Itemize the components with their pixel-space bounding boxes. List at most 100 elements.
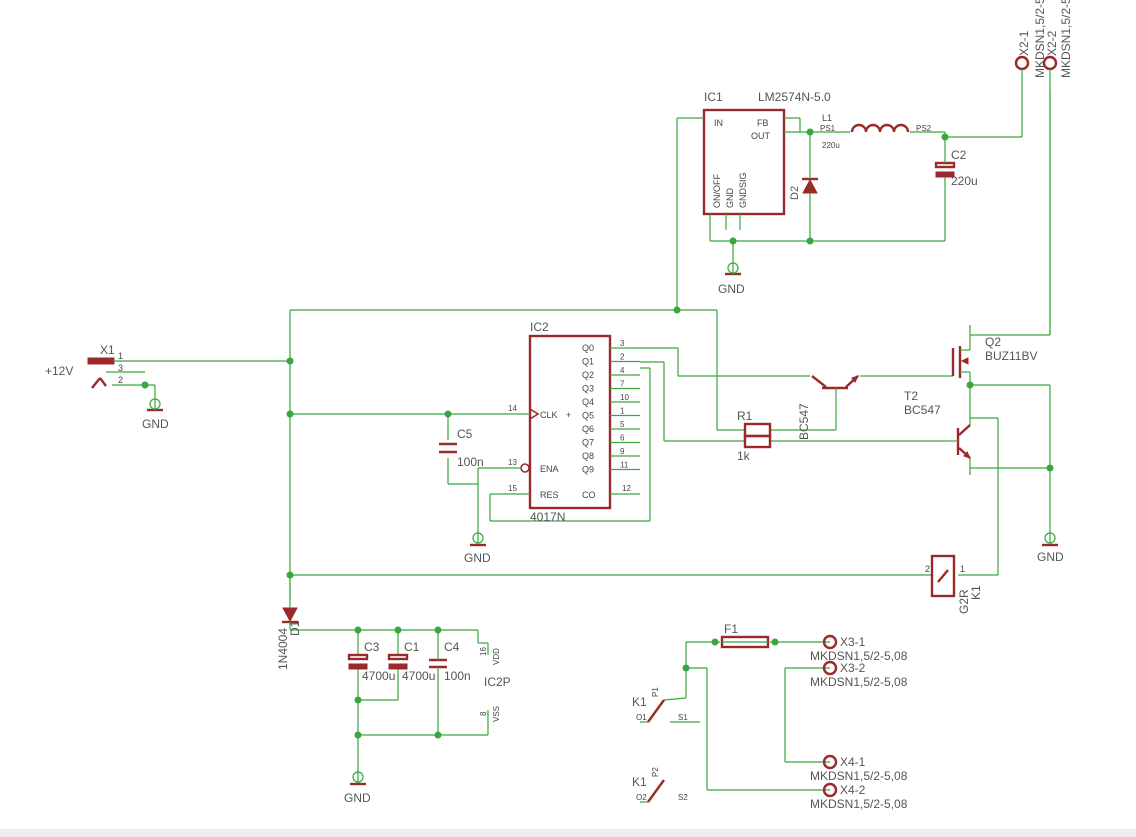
ground-symbol-bottom: GND — [344, 770, 371, 805]
r2-value: 1k — [737, 449, 751, 463]
l1-value: 220u — [822, 141, 840, 150]
ic2-pin-number: 9 — [620, 447, 625, 456]
ic2-pin-number: 2 — [620, 353, 625, 362]
svg-text:15: 15 — [508, 484, 517, 493]
ic2-pin-q6: Q6 — [582, 424, 594, 434]
q2-value: BUZ11BV — [985, 349, 1037, 363]
x2-1-value: MKDSN1,5/2-5 — [1033, 0, 1047, 78]
x2-1-label: X2-1 — [1017, 30, 1031, 56]
x3-1-label: X3-1 — [840, 635, 866, 649]
d1-name: D1 — [288, 620, 302, 636]
p2-label: P2 — [651, 767, 660, 777]
x3-2-label: X3-2 — [840, 661, 866, 675]
svg-text:+: + — [566, 410, 571, 420]
x4-1-value: MKDSN1,5/2-5,08 — [810, 769, 908, 783]
k1-b-label: K1 — [632, 775, 647, 789]
ic2-pin-number: 10 — [620, 393, 629, 402]
gnd-x1: GND — [142, 417, 169, 431]
c5-value: 100n — [457, 455, 484, 469]
q2-name: Q2 — [985, 335, 1001, 349]
fuse-f1[interactable]: F1 — [711, 622, 779, 649]
c4-value: 100n — [444, 669, 471, 683]
ic2-pin-q1: Q1 — [582, 357, 594, 367]
ic2-pin-number: 6 — [620, 434, 625, 443]
c3-name: C3 — [364, 640, 380, 654]
ground-symbol-ic1: GND — [718, 262, 745, 296]
x4-2-label: X4-2 — [840, 783, 866, 797]
c5-name: C5 — [457, 427, 473, 441]
ground-symbol-x1: GND — [142, 398, 169, 431]
ic2-pin-number: 5 — [620, 420, 625, 429]
ic1-gnd-label: GND — [725, 188, 735, 209]
wires — [145, 85, 1051, 791]
ic2-name: IC2 — [530, 320, 549, 334]
diode-d2[interactable]: D2 — [789, 165, 818, 200]
k1-a-label: K1 — [632, 695, 647, 709]
svg-text:8: 8 — [479, 711, 488, 716]
c2-value: 220u — [951, 174, 978, 188]
ic2-pin-q8: Q8 — [582, 451, 594, 461]
power-jack-x1[interactable]: X1 +12V 1 3 2 — [45, 343, 145, 389]
svg-text:1: 1 — [960, 564, 965, 574]
transistor-t2[interactable]: T2 BC547 — [904, 389, 971, 475]
ic2-clk: CLK — [540, 410, 558, 420]
gnd-ic1: GND — [718, 282, 745, 296]
ic1-regulator[interactable]: IC1 LM2574N-5.0 IN FB OUT ON/OFF GND GND… — [690, 90, 831, 230]
ic2-pin-q4: Q4 — [582, 397, 594, 407]
svg-text:3: 3 — [118, 363, 123, 373]
relay-contact-k1-a[interactable]: K1 P1 O1 S1 — [632, 687, 688, 723]
svg-text:12: 12 — [622, 484, 631, 493]
x2-2-label: X2-2 — [1045, 30, 1059, 56]
svg-text:1: 1 — [118, 351, 123, 361]
junctions — [141, 128, 1054, 739]
l1-ps2: PS2 — [916, 124, 932, 133]
svg-text:2: 2 — [118, 375, 123, 385]
capacitor-c2[interactable]: C2 220u — [934, 148, 978, 200]
resistor-r1[interactable]: R1 — [737, 409, 772, 438]
x3-1-value: MKDSN1,5/2-5,08 — [810, 649, 908, 663]
ic2-counter[interactable]: IC2 4017N CLK + ENA RES CO 14 13 15 12 Q… — [500, 320, 640, 524]
ic2-pin-number: 4 — [620, 366, 625, 375]
gnd-ic2: GND — [464, 551, 491, 565]
relay-k1-g2r: G2R — [957, 589, 971, 614]
ic1-value: LM2574N-5.0 — [758, 90, 831, 104]
ic2-power-pins[interactable]: IC2P VDD VSS 16 8 — [478, 642, 511, 722]
c1-value: 4700u — [402, 669, 435, 683]
ic1-name: IC1 — [704, 90, 723, 104]
x4-2-value: MKDSN1,5/2-5,08 — [810, 797, 908, 811]
capacitor-c1[interactable]: C1 4700u — [387, 640, 435, 683]
c1-name: C1 — [404, 640, 420, 654]
transistor-t1[interactable]: BC547 — [797, 375, 859, 440]
s1-label: S1 — [678, 713, 688, 722]
terminal-x2[interactable]: X2-1 X2-2 MKDSN1,5/2-5 MKDSN1,5/2-5 — [1014, 0, 1073, 90]
x3-2-value: MKDSN1,5/2-5,08 — [810, 675, 908, 689]
c2-name: C2 — [951, 148, 967, 162]
terminal-x4[interactable]: X4-1 X4-2 MKDSN1,5/2-5,08 MKDSN1,5/2-5,0… — [810, 754, 908, 811]
s2-label: S2 — [678, 793, 688, 802]
relay-coil-k1[interactable]: 2 1 G2R K1 — [925, 554, 983, 614]
diode-d1[interactable]: 1N4004 D1 — [276, 600, 302, 670]
ic2-pin-q5: Q5 — [582, 411, 594, 421]
ground-symbol-right: GND — [1037, 532, 1064, 564]
x2-2-value: MKDSN1,5/2-5 — [1059, 0, 1073, 78]
ic1-onoff-label: ON/OFF — [712, 174, 722, 208]
terminal-x3[interactable]: X3-1 X3-2 MKDSN1,5/2-5,08 MKDSN1,5/2-5,0… — [810, 634, 908, 689]
o2-label: O2 — [636, 793, 647, 802]
inductor-l1[interactable]: L1 PS1 PS2 220u — [820, 113, 932, 150]
ic2p-label: IC2P — [484, 675, 511, 689]
capacitor-c4[interactable]: C4 100n — [429, 640, 471, 683]
l1-name: L1 — [822, 113, 832, 123]
ic2-pin-number: 1 — [620, 407, 625, 416]
relay-contact-k1-b[interactable]: K1 P2 O2 S2 — [632, 767, 688, 803]
capacitor-c3[interactable]: C3 4700u — [347, 640, 395, 683]
ic1-in-label: IN — [714, 118, 723, 128]
vdd-label: VDD — [492, 648, 501, 665]
capacitor-c5[interactable]: C5 100n — [439, 427, 484, 469]
o1-label: O1 — [636, 713, 647, 722]
resistor-r2[interactable]: 1k — [737, 434, 772, 463]
c3-value: 4700u — [362, 669, 395, 683]
mosfet-q2[interactable]: Q2 BUZ11BV — [945, 335, 1037, 385]
ic2-co: CO — [582, 490, 596, 500]
